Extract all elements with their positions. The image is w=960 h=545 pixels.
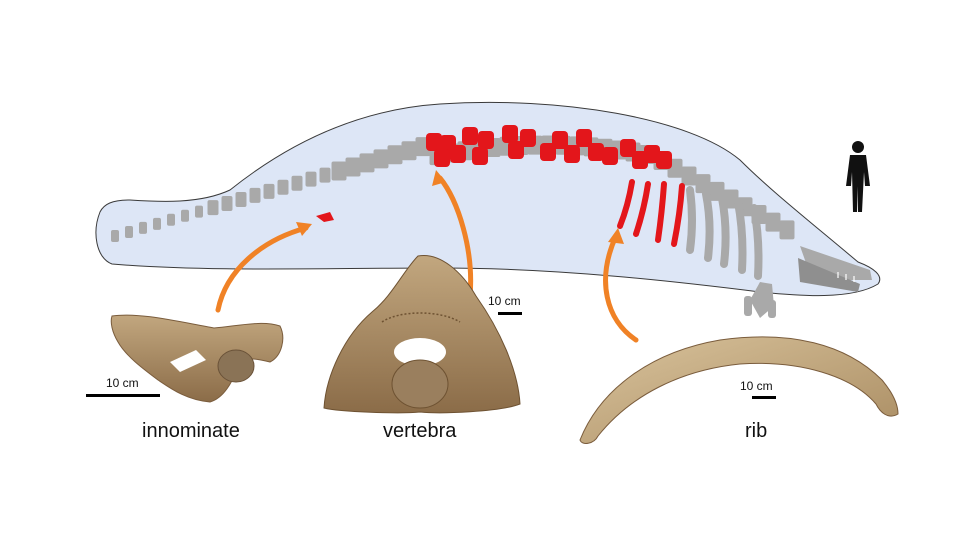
grey-vertebra [331,161,347,181]
grey-vertebra [207,200,219,216]
grey-vertebra [139,221,147,234]
grey-vertebra [373,149,389,169]
grey-vertebra [345,157,361,177]
skeleton-ribs [686,186,763,280]
innominate-scale-bar [86,394,160,397]
red-vertebra [520,129,536,147]
red-vertebra [508,141,524,159]
red-vertebra [478,131,494,149]
grey-vertebra [291,175,303,191]
grey-vertebra [125,225,133,238]
rib-label: rib [745,420,768,442]
vertebra-fossil-photo [323,255,521,414]
grey-vertebra [401,141,417,161]
preserved-vertebrae [426,125,672,169]
vertebra-scale-bar [498,312,522,315]
preserved-innominate-marker [316,212,334,222]
grey-vertebra [681,166,697,186]
red-vertebra [576,129,592,147]
grey-vertebra [263,183,275,199]
grey-vertebra [235,191,247,207]
grey-vertebra [319,167,331,183]
red-vertebra [502,125,518,143]
arrow-heads [296,170,624,244]
red-vertebra [602,147,618,165]
red-vertebra [450,145,466,163]
grey-vertebra [305,171,317,187]
grey-vertebra [153,217,161,230]
rib-scale-bar [752,396,776,399]
red-vertebra [564,145,580,163]
grey-vertebra [249,187,261,203]
grey-vertebra [387,145,403,165]
whale-body-outline [95,101,881,297]
arrow-innominate [215,225,309,313]
rib-fossil-photo [579,336,899,444]
vertebra-scale-label: 10 cm [488,294,521,308]
red-vertebra [620,139,636,157]
grey-vertebra [277,179,289,195]
vertebra-label: vertebra [383,420,457,442]
link-arrows [215,175,639,343]
red-vertebra [656,151,672,169]
red-vertebra [540,143,556,161]
arrowhead-innominate [296,222,312,236]
arrowhead-vertebra [432,170,446,186]
red-vertebra [588,143,604,161]
grey-vertebra [195,205,203,218]
grey-vertebra [779,220,795,240]
grey-vertebra [221,196,233,212]
preserved-ribs [617,179,685,247]
red-vertebra [552,131,568,149]
grey-vertebra [695,174,711,194]
skull-teeth [837,272,855,282]
grey-vertebra [359,153,375,173]
red-vertebra [426,133,442,151]
arrow-rib [603,233,639,343]
innominate-label: innominate [142,420,240,442]
grey-vertebra [111,230,119,242]
arrow-vertebra [437,175,474,299]
red-vertebra [462,127,478,145]
arrowhead-rib [608,228,624,244]
rib-scale-label: 10 cm [740,379,773,393]
skeleton-flipper [744,282,776,318]
skeleton-skull [798,246,872,292]
innominate-fossil-photo [110,314,284,403]
innominate-scale-label: 10 cm [106,376,139,390]
human-silhouette-icon [846,141,870,212]
grey-vertebra [765,212,781,232]
red-vertebra [472,147,488,165]
grey-vertebra [167,213,175,226]
red-vertebra [434,149,450,167]
grey-vertebra [181,209,189,222]
